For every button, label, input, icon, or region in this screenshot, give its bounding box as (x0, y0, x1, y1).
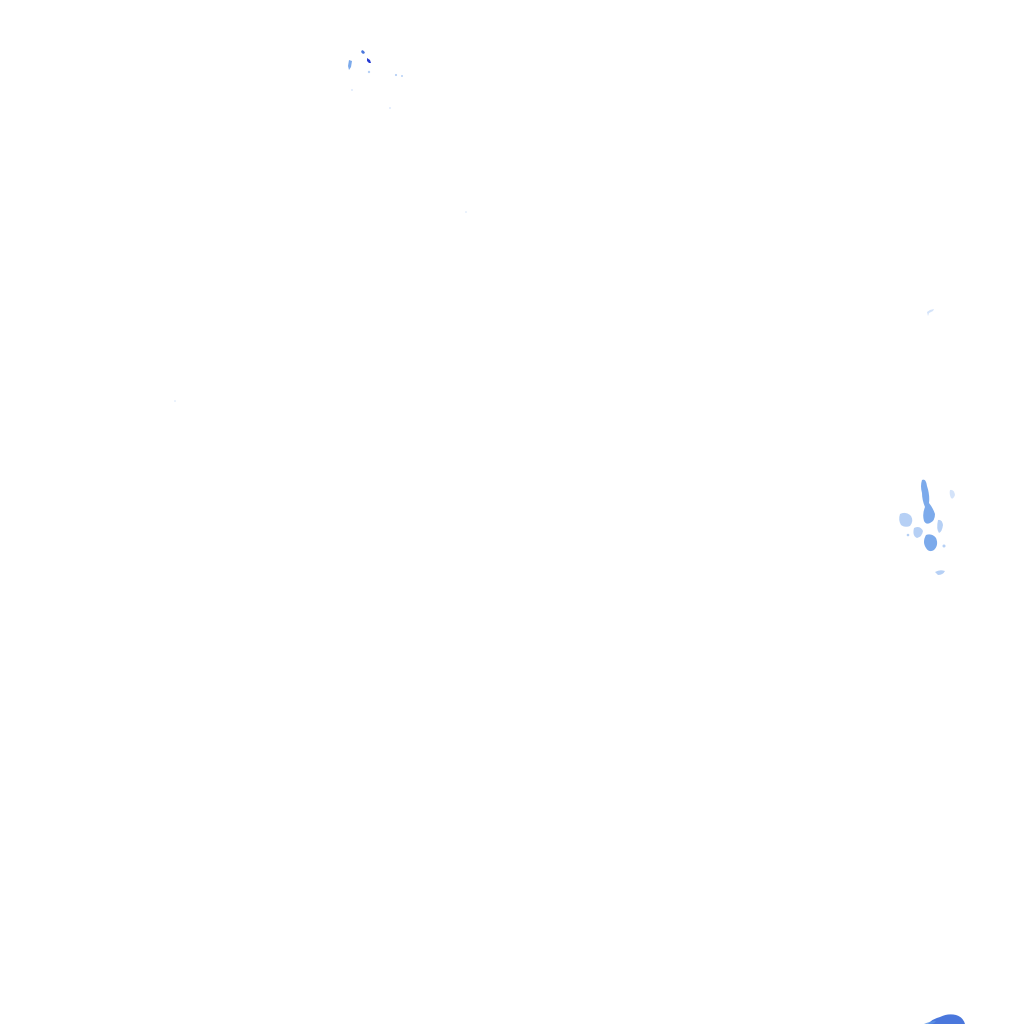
radar-echo-top-dot-4 (351, 89, 353, 91)
radar-echo-right-tail (935, 570, 945, 575)
radar-echo-right-top (949, 489, 955, 499)
radar-speck-3 (927, 309, 934, 316)
radar-echo-top-dot-3 (401, 75, 403, 77)
radar-echo-right-mid (913, 527, 923, 538)
radar-echo-right (899, 479, 955, 575)
radar-speck-2 (174, 400, 176, 402)
radar-echo-top-dot-5 (389, 107, 391, 109)
radar-echo-right-dot-2 (906, 533, 910, 537)
radar-echo-right-edge (937, 519, 943, 533)
radar-speck-group (174, 211, 934, 402)
radar-echo-right-lower (924, 534, 938, 552)
radar-echo-right-dot-1 (942, 544, 946, 548)
radar-echo-top-dot-1 (367, 70, 371, 74)
radar-echo-top-streak-2 (367, 58, 371, 63)
radar-echo-right-core (921, 479, 935, 524)
radar-echo-bottom-right (924, 1014, 965, 1024)
radar-echo-top-streak-1 (361, 50, 365, 54)
radar-echo-bottom-right-core (928, 1014, 965, 1024)
radar-echo-bottom-right-halo (924, 1021, 936, 1024)
radar-echo-top (348, 50, 403, 109)
radar-speck-1 (465, 211, 467, 213)
radar-echo-top-dot-2 (394, 73, 398, 77)
radar-echo-right-left (899, 512, 913, 527)
radar-echo-top-streak-3 (348, 60, 352, 70)
